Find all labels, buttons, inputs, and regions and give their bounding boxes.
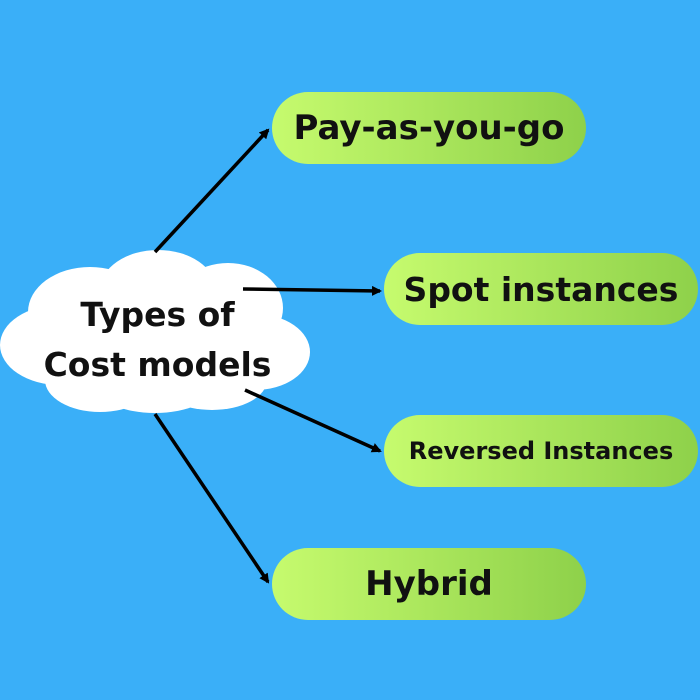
- arrow-to-hybrid: [153, 413, 270, 584]
- node-spot-instances: Spot instances: [403, 269, 679, 309]
- arrows: [153, 128, 382, 584]
- node-shapes: [272, 92, 698, 620]
- node-spot-instances-shape: [384, 253, 698, 325]
- node-reversed-instances: Reversed Instances: [408, 437, 674, 465]
- arrow-to-pay-as-you-go: [153, 128, 270, 254]
- node-hybrid-shape: [272, 548, 586, 620]
- node-reversed-instances-shape: [384, 415, 698, 487]
- node-pay-as-you-go: Pay-as-you-go: [293, 108, 565, 148]
- node-pay-as-you-go-shape: [272, 92, 586, 164]
- node-hybrid: Hybrid: [365, 564, 493, 604]
- arrow-to-spot-instances: [242, 285, 382, 296]
- cloud-shape: [0, 250, 310, 413]
- arrow-to-reversed-instances: [244, 388, 382, 453]
- cloud-title: Types of Cost models: [30, 290, 285, 390]
- cloud-title-line-1: Types of: [80, 295, 235, 334]
- cloud-title-line-2: Cost models: [43, 345, 272, 384]
